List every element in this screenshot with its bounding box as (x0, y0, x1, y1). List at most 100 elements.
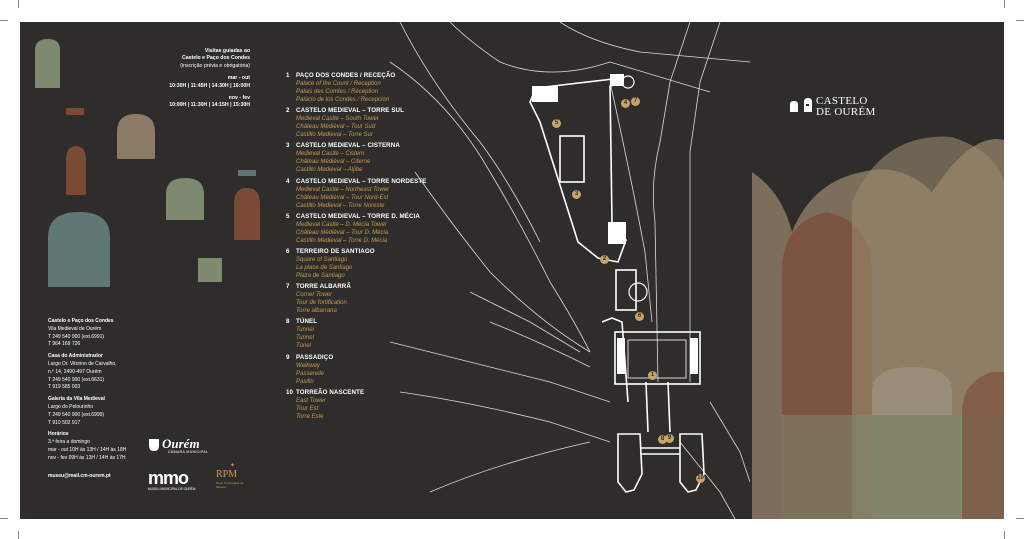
tours-times-2: 10:00H | 11:30H | 14:15H | 15:30H (169, 102, 250, 109)
legend-item-label: CASTELO MEDIEVAL – TORRE NORDESTE (296, 177, 427, 185)
legend-item-translation: Castillo Medieval – Torre D. Mécia (296, 237, 388, 244)
legend-item-translation: Walkway (296, 362, 320, 369)
map-marker-5: 5 (552, 119, 561, 128)
legend-item-translation: Pasillo (296, 378, 314, 385)
crest-icon (149, 439, 159, 451)
legend-item-translation: Castillo Medieval – Torre Sur (296, 132, 373, 139)
hours-days: 3.ª feira a domingo (48, 439, 90, 446)
legend-item-label: CASTELO MEDIEVAL – TORRE SUL (296, 107, 404, 115)
legend-item-number: 7 (286, 283, 290, 291)
legend-item-translation: Palácio de los Condes / Recepción (296, 97, 390, 103)
map-marker-7: 7 (631, 97, 640, 106)
legend-item-label: CASTELO MEDIEVAL – TORRE D. MÉCIA (296, 212, 420, 220)
brand-line-1: CASTELO (816, 95, 868, 107)
rpm-logo-text: RPM (216, 469, 238, 480)
legend-item-translation: Medieval Castle – Cistern (296, 151, 365, 158)
legend-item-translation: East Tower (296, 397, 326, 404)
decorative-arches (35, 39, 260, 287)
legend-item-translation: Tour de fortification (296, 300, 347, 307)
legend-item-translation: Château Médiéval – Tour Nord-Est (296, 194, 389, 201)
legend-item-title: 3 CASTELO MEDIEVAL – CISTERNA (286, 142, 466, 150)
legend-item-number: 3 (286, 142, 290, 150)
rpm-dots-icon: ✦ (230, 463, 236, 469)
email-link[interactable]: museu@mail.cm-ourem.pt (48, 472, 111, 479)
legend-item-translation: Passerelle (296, 370, 325, 377)
tours-period-2: nov - fev (228, 95, 250, 102)
map-marker-3: 3 (572, 190, 581, 199)
legend-item-translation: Château Médiéval – Citerne (296, 159, 371, 166)
legend-item-translation: Plaza de Santiago (296, 272, 345, 279)
contact-phone: T 964 169 726 (48, 341, 81, 348)
legend-item-title: 2 CASTELO MEDIEVAL – TORRE SUL (286, 107, 466, 115)
ourem-logo-sub: CÂMARA MUNICIPAL (168, 450, 209, 454)
legend-item-translation: Square of Santiago (296, 256, 348, 263)
contact-phone: T 249 540 900 (ext.6999) (48, 411, 105, 418)
legend-item-number: 9 (286, 353, 290, 361)
decorative-arches-right (752, 136, 1004, 519)
legend-item-translation: Medieval Castle – Northeast Tower (296, 186, 390, 193)
tours-period-1: mar - out (227, 75, 250, 82)
contact-name: Galeria da Vila Medieval (48, 396, 105, 403)
legend-item-label: TORREÃO NASCENTE (296, 388, 365, 396)
map-marker-2: 2 (600, 255, 609, 264)
contact-phone: T 249 540 900 (ext.6631) (48, 376, 105, 383)
legend-item-translation: Medieval Castle – South Tower (296, 116, 379, 123)
legend-item-translation: Palace of the Count / Reception (296, 81, 381, 87)
contact-phone: T 249 540 900 (ext.6991) (48, 333, 105, 340)
map-marker-8: 8 (658, 435, 667, 444)
legend-item-translation: Túnel (296, 343, 312, 350)
brochure-page: Visitas guiadas ao Castelo e Paço dos Co… (20, 22, 1004, 519)
legend-item-translation: Château Médiéval – Tour Sud (296, 124, 376, 131)
hours-summer: mar - out 10H às 13H / 14H às 18H (48, 446, 127, 453)
contact-address: Largo do Pelourinho (48, 403, 94, 410)
legend-item-label: PASSADIÇO (296, 353, 334, 361)
guided-tours: Visitas guiadas ao Castelo e Paço dos Co… (140, 48, 250, 110)
legend-item-title: 5 CASTELO MEDIEVAL – TORRE D. MÉCIA (286, 213, 466, 221)
legend-item-number: 5 (286, 212, 290, 220)
legend-item-translation: Corner Tower (296, 292, 333, 299)
legend-item-label: TORRE ALBARRÃ (296, 283, 351, 291)
tours-title: Visitas guiadas ao (204, 48, 250, 54)
legend-item-translation: La place de Santiago (296, 264, 353, 271)
legend-item-translation: Château Médiéval – Tour D. Mécia (296, 229, 389, 236)
legend-item-translation: Tunnel (296, 335, 314, 342)
tours-times-1: 10:30H | 11:45H | 14:30H | 16:00H (169, 82, 250, 89)
ourem-logo-text: Ourém (162, 436, 200, 451)
contact-address: n.º 14, 2490-497 Ourém (48, 368, 102, 375)
map-marker-10: 10 (696, 474, 705, 483)
legend-item-label: PAÇO DOS CONDES / RECEÇÃO (296, 72, 396, 79)
mmo-logo-text: mmo (148, 468, 189, 488)
legend-item-label: CASTELO MEDIEVAL – CISTERNA (296, 142, 400, 150)
legend-item-title: 7 TORRE ALBARRÃ (286, 283, 466, 291)
legend-item-translation: Tunnel (296, 327, 314, 334)
contact-name: Castelo e Paço dos Condes (48, 318, 114, 324)
legend-item-title: 9 PASSADIÇO (286, 354, 466, 362)
tours-title-2: Castelo e Paço dos Condes (181, 55, 250, 62)
legend-item-number: 2 (286, 107, 290, 115)
map-marker-9: 9 (665, 434, 674, 443)
castle-map (390, 22, 750, 519)
legend-item-label: TÚNEL (296, 318, 318, 326)
legend-item-number: 4 (286, 177, 290, 185)
contact-phone: T 910 502 917 (48, 419, 81, 426)
hours-winter: nov - fev 09H às 13H / 14H às 17H (48, 454, 126, 461)
contacts: Castelo e Paço dos Condes Vila Medieval … (48, 318, 178, 480)
legend-item-number: 10 (286, 388, 294, 396)
castle-icon (790, 98, 812, 112)
legend-item-translation: Torre Este (296, 413, 324, 420)
legend-item-title: 4 CASTELO MEDIEVAL – TORRE NORDESTE (286, 178, 466, 186)
contact-address: Largo Dr. Vitorino de Carvalho, (48, 360, 117, 367)
map-marker-6: 6 (635, 312, 644, 321)
contact-name: Casa do Administrador (48, 353, 103, 360)
